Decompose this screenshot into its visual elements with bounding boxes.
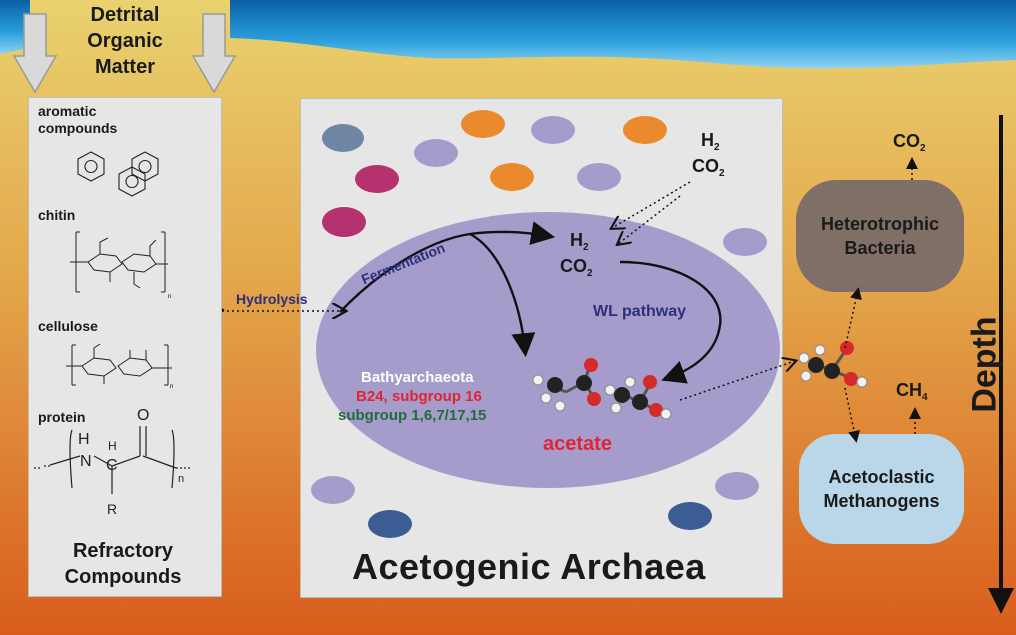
dot-purple (311, 476, 355, 504)
dot-purple (531, 116, 575, 144)
heterotrophic-box (796, 180, 964, 292)
acetogenic-archaea-title: Acetogenic Archaea (352, 546, 706, 587)
acetate-to-heterotrophs-arrow (844, 287, 862, 349)
wl-pathway-arrow (619, 260, 722, 384)
dot-purple (715, 472, 759, 500)
chitin-label: chitin (38, 207, 76, 223)
dot-magenta (355, 165, 399, 193)
detrital-organic-matter-label: Detrital Organic Matter (87, 4, 163, 78)
chitin-n-label: n (168, 294, 171, 300)
dot-purple (414, 139, 458, 167)
wl-pathway-label: WL pathway (593, 303, 687, 320)
chitin-structure (70, 231, 168, 293)
refractory-compounds-title: Refractory Compounds (64, 540, 182, 588)
dot-navy (368, 510, 412, 538)
sea-water-left (0, 0, 30, 54)
fermentation-arrow-to-h2 (339, 221, 556, 313)
dot-slate (322, 124, 364, 152)
cellulose-n-label: n (170, 384, 173, 390)
dot-magenta (322, 207, 366, 237)
dot-orange (623, 116, 667, 144)
acetate-export-arrow (679, 361, 795, 401)
aromatic-compounds-label: aromatic compounds (38, 103, 118, 136)
down-arrow-right (191, 13, 237, 94)
protein-r: R (107, 501, 117, 517)
naphthalene-structure (118, 151, 159, 197)
protein-o: O (137, 407, 149, 424)
benzene-structure (77, 151, 105, 182)
hydrolysis-label: Hydrolysis (236, 291, 308, 307)
dot-orange (461, 110, 505, 138)
acetate-to-methanogens-arrow (844, 387, 861, 443)
dot-purple (723, 228, 767, 256)
external-h2-arrow-2 (618, 195, 681, 244)
cellulose-structure (66, 343, 172, 386)
acetate-label: acetate (543, 433, 612, 455)
h2-internal: H2 (570, 230, 589, 253)
depth-label: Depth (965, 316, 1004, 413)
subgroup-green-label: subgroup 1,6,7/17,15 (338, 407, 487, 424)
heterotrophic-bacteria-label: Heterotrophic Bacteria (820, 214, 939, 258)
bathyarchaeota-label: Bathyarchaeota (361, 369, 474, 386)
down-arrow-left (12, 13, 58, 94)
protein-c: C (106, 457, 118, 474)
acetate-molecule-2 (604, 375, 672, 420)
protein-h-top: H (78, 431, 90, 448)
cell-dots (311, 110, 767, 538)
dot-navy (668, 502, 712, 530)
external-h2-arrow-1 (612, 181, 691, 228)
refractory-panel (28, 97, 222, 597)
sea-water (0, 0, 1016, 69)
methanogens-box (799, 434, 964, 544)
h2-external: H2 (701, 130, 720, 153)
fermentation-arrow-to-acetate (469, 232, 536, 358)
protein-n: N (80, 453, 92, 470)
protein-h-alpha: H (108, 439, 117, 453)
acetate-molecule-external (798, 341, 868, 388)
co2-product: CO2 (893, 131, 926, 154)
dot-orange (490, 163, 534, 191)
acetoclastic-methanogens-label: Acetoclastic Methanogens (823, 467, 940, 511)
acetate-molecule-1 (532, 358, 601, 412)
depth-arrowhead (988, 588, 1014, 614)
protein-n-sub: n (178, 473, 184, 485)
co2-internal: CO2 (560, 256, 593, 279)
protein-structure (34, 426, 190, 494)
protein-label: protein (38, 409, 86, 425)
dot-purple (577, 163, 621, 191)
co2-external: CO2 (692, 156, 725, 179)
cellulose-label: cellulose (38, 318, 98, 334)
ch4-product: CH4 (896, 380, 928, 403)
subgroup-red-label: B24, subgroup 16 (356, 388, 482, 405)
